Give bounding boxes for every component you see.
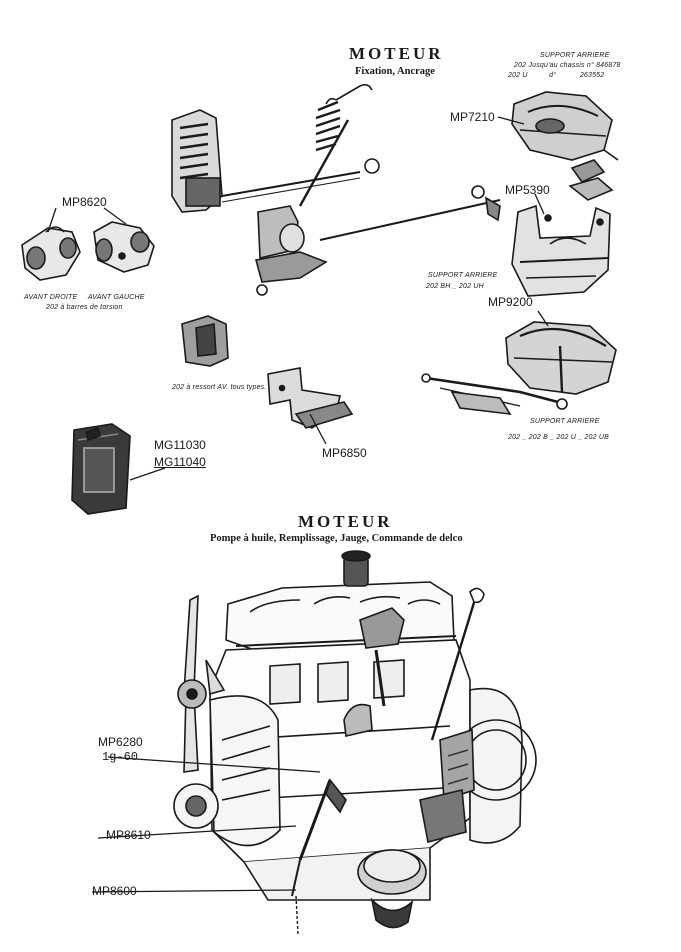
leader-lines [47,116,549,893]
ref-mg11040: MG11040 [154,455,206,469]
rear-support-mp7210-icon [511,91,619,201]
ref-mp5390: MP5390 [505,183,550,197]
rear-support-mp9200-icon [505,321,617,395]
ref-mp6280-sub: 1g-60 [102,750,139,764]
section1-title: MOTEUR [349,44,444,63]
ref-mp8600: MP8600 [92,884,137,898]
center-linkage-icon [254,119,501,296]
caption-front-mounts-type: 202 à barres de torsion [46,304,123,311]
ref-mp8610: MP8610 [106,828,151,842]
rear-support-mp5390-icon [511,204,611,297]
caption-support-mid-heading: SUPPORT ARRIERE [428,272,498,279]
spring-damper-icon [171,109,380,213]
section1-subtitle: Fixation, Ancrage [355,66,435,77]
fan-icon [177,594,226,773]
bracket-mp6850-icon [267,367,354,429]
engine-block-icon [173,550,537,901]
front-mount-left-icon [93,221,155,273]
section2-subtitle: Pompe à huile, Remplissage, Jauge, Comma… [210,533,463,544]
oil-can-icon [71,423,131,515]
ref-mp9200: MP9200 [488,295,533,309]
ref-mg11030: MG11030 [154,438,206,452]
rear-bar-linkage-icon [421,373,568,415]
support-top-line2: 202 U d° 263552 [508,72,605,79]
spring-mount-icon [181,315,229,367]
caption-ressort: 202 à ressort AV. tous types. [172,384,267,391]
ref-mp7210: MP7210 [450,110,495,124]
caption-support-bot-heading: SUPPORT ARRIERE [530,418,600,425]
support-top-line1: 202 Jusqu'au chassis n° 846878 [514,62,621,69]
caption-front-mounts: AVANT DROITE AVANT GAUCHE [24,294,145,301]
support-top-heading: SUPPORT ARRIERE [540,52,610,59]
front-mount-right-icon [21,226,81,281]
oil-pump-icon [357,728,475,929]
ref-mp6850: MP6850 [322,446,367,460]
spring-icon [315,83,373,152]
dipstick-icon [430,587,485,741]
ref-mp8620: MP8620 [62,195,107,209]
caption-support-mid-line: 202 BH _ 202 UH [426,283,484,290]
section2-title: MOTEUR [298,512,393,531]
caption-support-bot-line: 202 _ 202 B _ 202 U _ 202 UB [508,434,609,441]
ref-mp6280: MP6280 [98,735,143,749]
